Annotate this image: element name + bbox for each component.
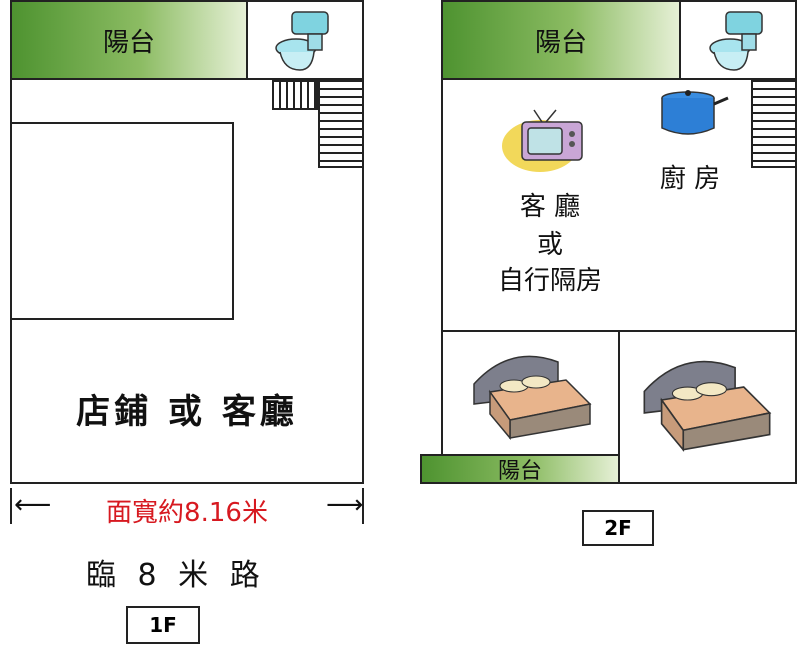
floor-2-stairs xyxy=(751,80,797,168)
floor-2-balcony-bottom: 陽台 xyxy=(420,454,620,484)
floor-1-balcony-label: 陽台 xyxy=(102,27,155,58)
dimension-left-tick xyxy=(10,488,12,524)
toilet-icon xyxy=(709,11,763,71)
floor-1-tag: 1F xyxy=(126,606,200,644)
bed-icon xyxy=(643,360,772,452)
floor-2-balcony-top-label: 陽台 xyxy=(534,27,587,58)
floor-2-partition-vertical xyxy=(618,330,620,484)
floor-2-tag: 2F xyxy=(582,510,654,546)
floor-1-stairs-top xyxy=(272,80,318,110)
bed-icon xyxy=(473,355,592,441)
arrow-left-icon: ⟵ xyxy=(14,490,52,520)
floor-2-balcony-bottom-label: 陽台 xyxy=(497,459,542,484)
floor-1-stairs xyxy=(318,80,364,168)
living-room-label-1: 客 廳 xyxy=(519,192,581,222)
tv-icon xyxy=(502,109,583,172)
kitchen-label: 廚 房 xyxy=(659,164,721,194)
floor-2-balcony-top: 陽台 xyxy=(441,0,681,80)
living-room-label-2: 或 xyxy=(536,230,563,260)
width-note: 面寬約8.16米 xyxy=(106,498,268,528)
dimension-right-tick xyxy=(362,488,364,524)
living-room-label-3: 自行隔房 xyxy=(497,266,602,296)
arrow-right-icon: ⟶ xyxy=(326,490,364,520)
floor-1-main-room-label: 店鋪 或 客廳 xyxy=(76,392,298,432)
floor-1-balcony: 陽台 xyxy=(10,0,248,80)
floor-1-plan: 陽台 店鋪 或 客廳 xyxy=(10,0,364,484)
road-label: 臨 8 米 路 xyxy=(86,558,266,593)
toilet-icon xyxy=(275,11,329,71)
cooking-pot-icon xyxy=(661,90,729,135)
floor-1-inner-room xyxy=(10,122,234,320)
width-dimension: ⟵ ⟶ 面寬約8.16米 xyxy=(10,488,364,528)
